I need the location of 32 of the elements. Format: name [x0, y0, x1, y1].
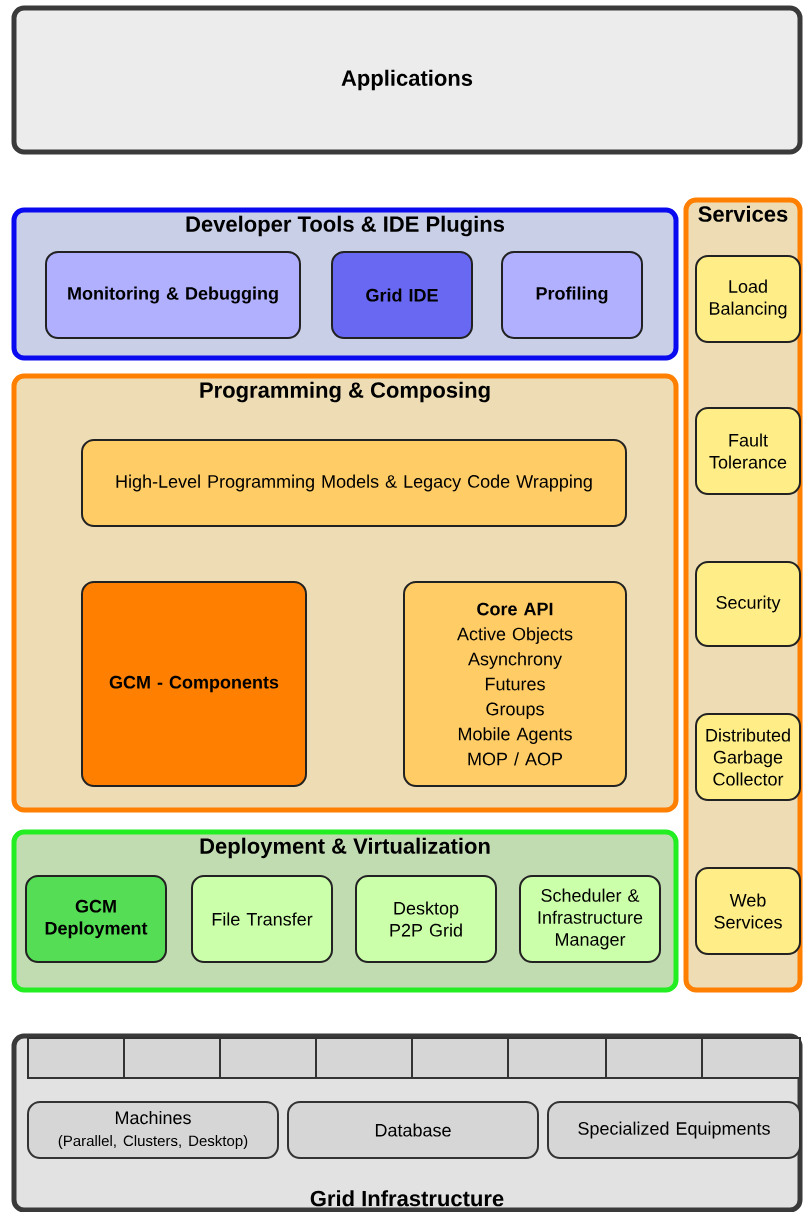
box	[507, 1037, 607, 1079]
box: Core API Active Objects Asynchrony Futures Groups Mobile Agents MOP / AOP	[403, 581, 627, 787]
box: Monitoring & Debugging	[45, 251, 301, 339]
panel-title: Deployment & Virtualization	[200, 837, 490, 859]
box: File Transfer	[191, 875, 333, 963]
box	[315, 1037, 413, 1079]
panel-title: Programming & Composing	[200, 381, 490, 403]
box: GCM Deployment	[25, 875, 167, 963]
box	[605, 1037, 703, 1079]
box: Desktop P2P Grid	[355, 875, 497, 963]
box: Security	[695, 561, 801, 647]
cell: Machines (Parallel, Clusters, Desktop)	[27, 1101, 279, 1159]
box: Fault Tolerance	[695, 407, 801, 495]
box: High-Level Programming Models & Legacy Code Wrapping	[81, 439, 627, 527]
panel-title: Services	[698, 205, 788, 222]
panel-title: Developer Tools & IDE Plugins	[186, 215, 505, 237]
box: Scheduler & Infrastructure Manager	[519, 875, 661, 963]
box: Profiling	[501, 251, 643, 339]
box: Distributed Garbage Collector	[695, 713, 801, 801]
box: GCM - Components	[81, 581, 307, 787]
box	[27, 1037, 125, 1079]
box	[219, 1037, 317, 1079]
panel-title: Grid Infrastructure	[310, 1190, 504, 1207]
box	[411, 1037, 509, 1079]
box	[123, 1037, 221, 1079]
box: Web Services	[695, 867, 801, 955]
box: Applications	[11, 5, 803, 155]
box: Load Balancing	[695, 255, 801, 343]
cell: Specialized Equipments	[547, 1101, 801, 1159]
box	[701, 1037, 801, 1079]
cell: Database	[287, 1101, 539, 1159]
box: Grid IDE	[331, 251, 473, 339]
